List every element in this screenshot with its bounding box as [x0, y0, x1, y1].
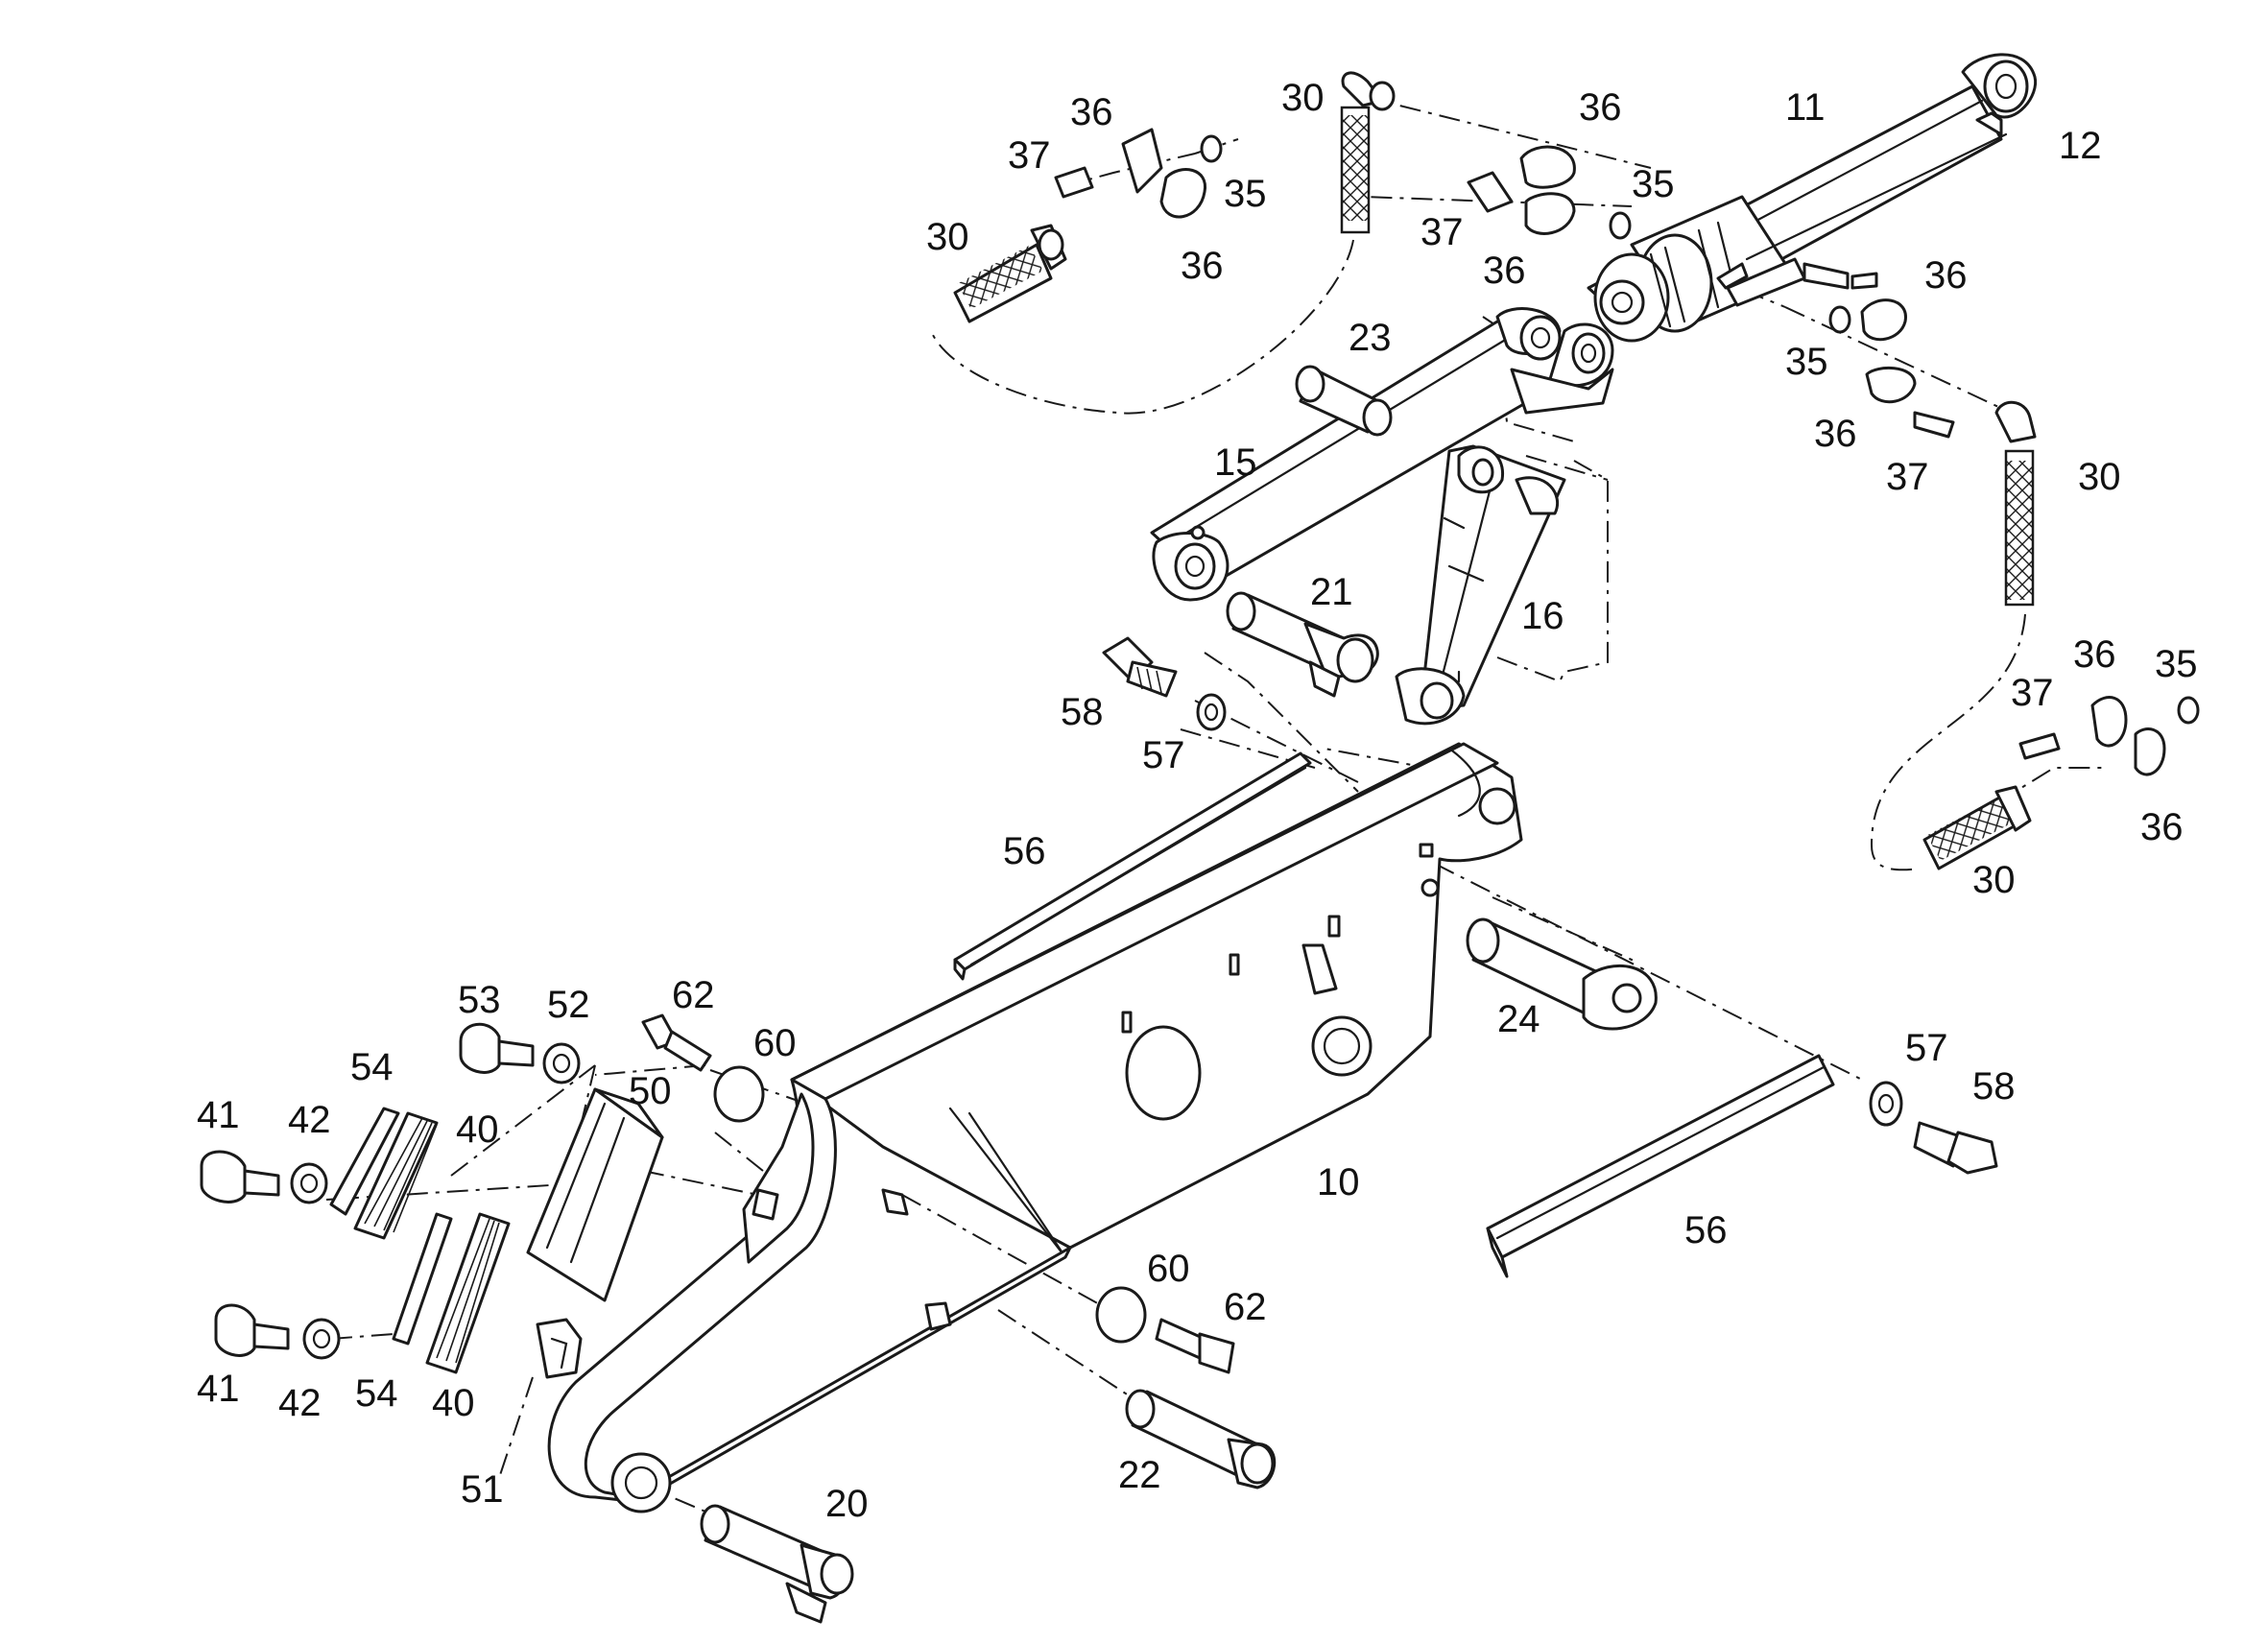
callout-37: 37 [1008, 134, 1051, 177]
callout-56: 56 [1003, 830, 1046, 872]
callout-35: 35 [1632, 163, 1675, 205]
callout-15: 15 [1214, 441, 1257, 484]
callout-24: 24 [1497, 998, 1540, 1040]
washer-57-upper [1196, 693, 1227, 731]
callout-62: 62 [672, 974, 715, 1016]
callout-54: 54 [355, 1372, 398, 1415]
flange-set-top-left [1054, 128, 1223, 219]
callout-35: 35 [1224, 173, 1267, 215]
brush-40-upper [353, 1111, 439, 1240]
callout-54: 54 [350, 1046, 394, 1088]
washer-42-upper [290, 1162, 328, 1204]
callout-11: 11 [1785, 86, 1826, 129]
strip-54-lower [392, 1212, 453, 1346]
hose-30-top [1340, 71, 1396, 234]
pin-23 [1295, 365, 1393, 437]
callout-51: 51 [461, 1468, 504, 1511]
strip-54-upper [329, 1107, 400, 1216]
hydraulic-cylinder [1587, 53, 2038, 343]
boom-arm [1150, 307, 1614, 602]
plate-60-lower [1095, 1286, 1147, 1344]
flange-set-top-center [1467, 145, 1632, 240]
flange-set-right-lower [2018, 696, 2200, 776]
callout-30: 30 [2078, 456, 2121, 498]
brush-40-lower [425, 1212, 511, 1374]
callout-23: 23 [1349, 317, 1392, 359]
callout-30: 30 [1972, 859, 2016, 901]
callout-60: 60 [753, 1022, 797, 1064]
callout-30: 30 [926, 216, 969, 258]
strip-56-lower [1486, 1054, 1835, 1278]
callout-16: 16 [1521, 595, 1564, 637]
washer-52 [542, 1042, 581, 1084]
callout-22: 22 [1118, 1454, 1161, 1496]
plate-60-upper [713, 1065, 765, 1123]
callout-52: 52 [547, 984, 590, 1026]
callout-10: 10 [1317, 1161, 1360, 1203]
callout-36: 36 [2140, 806, 2184, 848]
main-frame [547, 742, 1523, 1513]
flange-set-right-upper [1828, 298, 1955, 439]
bolt-53 [459, 1022, 535, 1074]
callout-56: 56 [1684, 1209, 1728, 1251]
callout-40: 40 [432, 1382, 475, 1424]
callout-36: 36 [1070, 91, 1113, 133]
callout-57: 57 [1142, 734, 1185, 776]
bolt-58-upper [1102, 636, 1178, 698]
link-16 [1395, 444, 1566, 726]
callout-12: 12 [2059, 125, 2102, 167]
hose-30-right-top [1994, 400, 2037, 607]
callout-36: 36 [1924, 254, 1968, 297]
bolt-41-upper [200, 1150, 280, 1203]
callout-42: 42 [278, 1382, 322, 1424]
bolt-41-lower [214, 1303, 290, 1357]
callout-37: 37 [1886, 456, 1929, 498]
bolt-58-lower [1913, 1121, 1998, 1175]
pin-24 [1466, 917, 1658, 1031]
callout-20: 20 [825, 1483, 869, 1525]
washer-57-lower [1869, 1081, 1903, 1127]
hose-30-left [953, 224, 1067, 323]
bracket-50 [526, 1087, 664, 1302]
callout-41: 41 [197, 1094, 240, 1136]
pin-22 [1125, 1389, 1277, 1489]
strip-56-upper [953, 751, 1312, 981]
callout-37: 37 [2011, 672, 2054, 714]
hose-30-right-bottom [1922, 785, 2032, 870]
pin-20 [700, 1504, 854, 1624]
callout-36: 36 [1483, 250, 1526, 292]
callout-30: 30 [1281, 77, 1325, 119]
callout-35: 35 [1785, 341, 1828, 383]
callout-36: 36 [1814, 413, 1857, 455]
callout-53: 53 [458, 979, 501, 1021]
callout-62: 62 [1224, 1286, 1267, 1328]
callout-35: 35 [2155, 643, 2198, 685]
pin-21 [1226, 591, 1379, 698]
callout-36: 36 [2073, 633, 2116, 676]
callout-58: 58 [1061, 691, 1104, 733]
callout-60: 60 [1147, 1248, 1190, 1290]
clip-51 [536, 1318, 583, 1379]
callout-42: 42 [288, 1099, 331, 1141]
callout-50: 50 [629, 1070, 672, 1112]
callout-40: 40 [456, 1108, 499, 1151]
callout-36: 36 [1181, 245, 1224, 287]
callout-37: 37 [1420, 211, 1464, 253]
bolt-62-lower [1155, 1318, 1235, 1374]
callout-41: 41 [197, 1368, 240, 1410]
callout-58: 58 [1972, 1065, 2016, 1108]
callout-labels: 30 36 37 35 30 36 36 35 37 36 11 12 36 3… [197, 77, 2198, 1525]
bolt-62-upper [641, 1013, 712, 1072]
callout-36: 36 [1579, 86, 1622, 129]
washer-42-lower [302, 1318, 341, 1360]
callout-21: 21 [1310, 571, 1353, 613]
callout-57: 57 [1905, 1027, 1948, 1069]
